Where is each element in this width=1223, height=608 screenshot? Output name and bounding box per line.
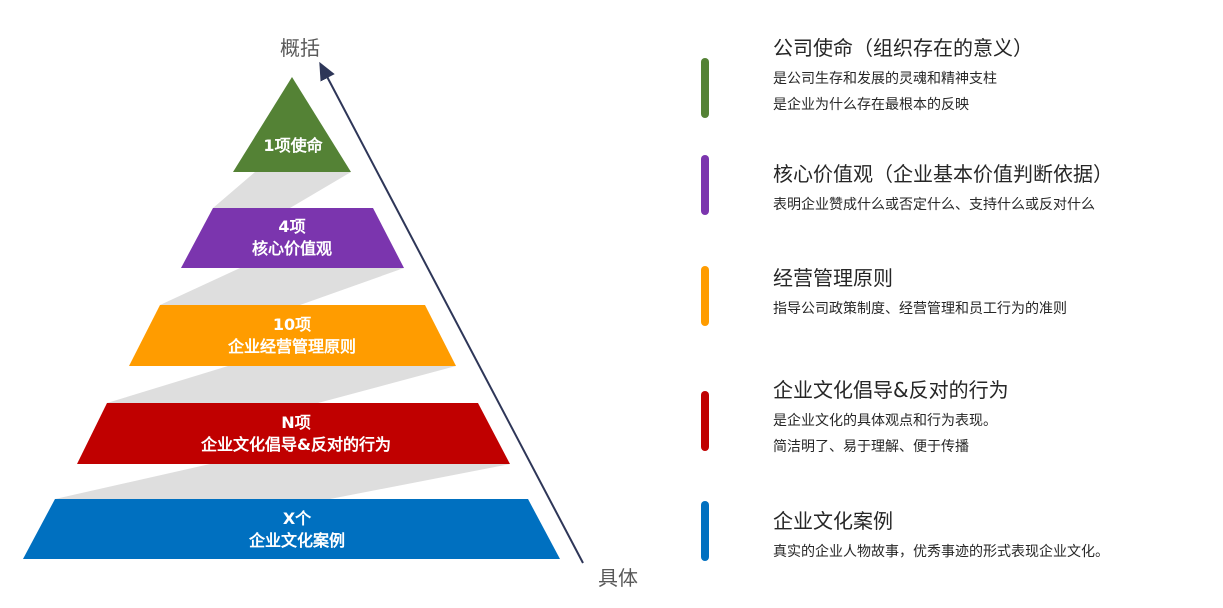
level-name: 企业经营管理原则 (227, 337, 357, 356)
legend-bar-principles (701, 266, 709, 326)
legend-item-behaviors: 企业文化倡导&反对的行为 是企业文化的具体观点和行为表现。 简洁明了、易于理解、… (773, 376, 1009, 460)
level-count: X个 (282, 509, 312, 528)
connector (107, 366, 456, 403)
legend-item-principles: 经营管理原则 指导公司政策制度、经营管理和员工行为的准则 (773, 264, 1067, 322)
legend-title: 经营管理原则 (773, 266, 893, 290)
level-mission-label: 1项使命 (263, 135, 322, 157)
axis-bottom-label: 具体 (598, 566, 638, 590)
legend-bar-mission (701, 58, 709, 118)
level-cases-label: X个企业文化案例 (249, 508, 345, 552)
level-count: N项 (281, 413, 311, 432)
legend-line: 是企业为什么存在最根本的反映 (773, 97, 969, 113)
connectors (55, 172, 510, 499)
legend-item-cases: 企业文化案例 真实的企业人物故事，优秀事迹的形式表现企业文化。 (773, 507, 1109, 565)
level-values (181, 208, 404, 268)
level-count: 1项使命 (263, 136, 323, 155)
level-principles (129, 305, 456, 366)
connector (213, 172, 351, 208)
legend-bar-values (701, 155, 709, 215)
abstraction-arrow (319, 61, 584, 564)
level-count: 4项 (278, 217, 306, 236)
legend-line: 指导公司政策制度、经营管理和员工行为的准则 (773, 301, 1067, 317)
legend-line: 是企业文化的具体观点和行为表现。 (773, 413, 997, 429)
legend-bar-cases (701, 501, 709, 561)
level-name: 核心价值观 (251, 239, 333, 258)
level-values-label: 4项核心价值观 (252, 216, 332, 260)
legend-item-mission: 公司使命（组织存在的意义） 是公司生存和发展的灵魂和精神支柱 是企业为什么存在最… (773, 34, 1033, 118)
level-principles-label: 10项企业经营管理原则 (228, 314, 356, 358)
legend-line: 是公司生存和发展的灵魂和精神支柱 (773, 71, 997, 87)
pyramid-diagram (23, 61, 584, 564)
level-mission (233, 77, 351, 172)
level-name: 企业文化倡导&反对的行为 (201, 435, 391, 454)
legend-line: 简洁明了、易于理解、便于传播 (773, 439, 969, 455)
level-count: 10项 (272, 315, 312, 334)
legend-bar-behaviors (701, 391, 709, 451)
legend-title: 核心价值观（企业基本价值判断依据） (773, 162, 1113, 186)
axis-top-label: 概括 (280, 36, 320, 60)
connector (55, 464, 510, 499)
level-behaviors (77, 403, 510, 464)
legend-line: 真实的企业人物故事，优秀事迹的形式表现企业文化。 (773, 544, 1109, 560)
legend-line: 表明企业赞成什么或否定什么、支持什么或反对什么 (773, 197, 1095, 213)
level-behaviors-label: N项企业文化倡导&反对的行为 (201, 412, 391, 456)
level-name: 企业文化案例 (248, 531, 346, 550)
level-cases (23, 499, 560, 559)
legend-item-values: 核心价值观（企业基本价值判断依据） 表明企业赞成什么或否定什么、支持什么或反对什… (773, 160, 1113, 218)
legend-title: 公司使命（组织存在的意义） (773, 36, 1033, 60)
legend-title: 企业文化案例 (773, 509, 893, 533)
connector (160, 268, 404, 305)
legend-title: 企业文化倡导&反对的行为 (773, 378, 1009, 402)
